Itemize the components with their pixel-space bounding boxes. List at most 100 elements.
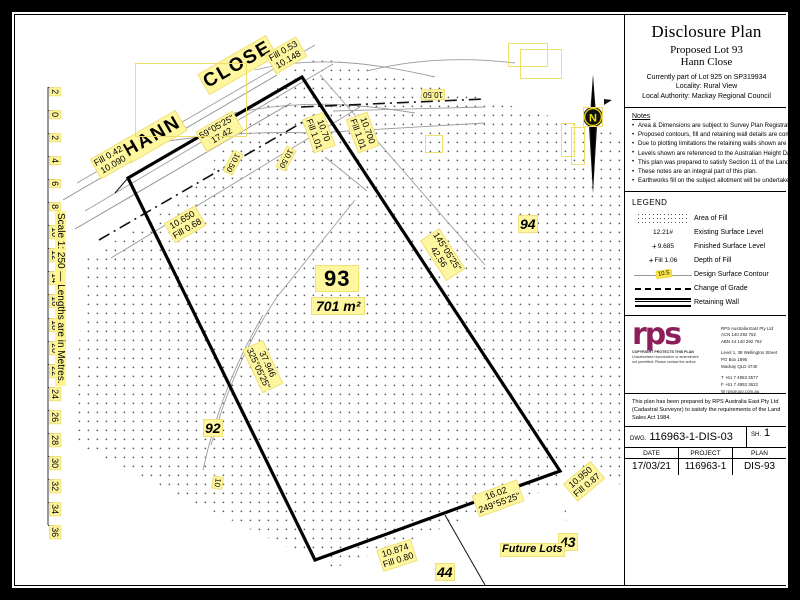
sheet-value: 1 [764, 426, 771, 439]
company-acn: ACN 140 292 762 [721, 332, 756, 338]
notes-section: Notes Area & Dimensions are subject to S… [625, 108, 800, 192]
note-item: Area & Dimensions are subject to Survey … [632, 122, 799, 131]
company-block: rps COPYRIGHT PROTECTS THIS PLAN Unautho… [625, 316, 786, 394]
dwg-value: 116963-1-DIS-03 [649, 430, 733, 443]
copyright-line-1: COPYRIGHT PROTECTS THIS PLAN [632, 350, 694, 355]
page-frame-bottom [0, 588, 800, 600]
scale-tick-label: 32 [48, 479, 62, 494]
annotation-box-7 [583, 107, 603, 127]
annotation-box-3 [520, 49, 562, 79]
local-authority-text: Local Authority: Mackay Regional Council [642, 92, 771, 100]
rps-logo: rps [632, 316, 682, 352]
page-frame-top [0, 0, 800, 12]
dwg-label: DWG. [630, 435, 647, 442]
legend-row: Area of Fill [632, 212, 782, 226]
scale-tick-label: 2 [48, 87, 62, 97]
titleblock-header: PLAN [733, 448, 786, 459]
adjoining-boundaries [114, 177, 486, 585]
future-lots-text: Future Lots [502, 543, 563, 555]
legend-heading: LEGEND [632, 197, 668, 207]
scale-tick-label: 2 [48, 133, 62, 143]
scale-tick-label: 26 [48, 409, 62, 424]
legend-symbol: +Fill 1.06 [632, 254, 694, 268]
adjoining-lot-44: 44 [435, 563, 455, 582]
drawing-number-cell: DWG. 116963-1-DIS-03 [625, 431, 746, 443]
title-info-panel: Disclosure Plan Proposed Lot 93 Hann Clo… [624, 15, 800, 585]
legend-key-text: 10.5 [655, 268, 673, 279]
legend-label: Design Surface Contour [694, 271, 769, 279]
company-address-1: Level 1, 38 Wellington Street [721, 350, 778, 356]
preparation-statement: This plan has been prepared by RPS Austr… [625, 394, 786, 427]
annotation-box-4 [561, 123, 575, 157]
notes-list: Area & Dimensions are subject to Survey … [632, 122, 800, 186]
svg-text:N: N [589, 113, 597, 125]
legend-symbol: +9.685 [632, 240, 694, 254]
legend-symbol: 10.5 [632, 268, 694, 282]
titleblock-header: PROJECT [679, 448, 732, 459]
titleblock-value: DIS-93 [743, 460, 776, 472]
legend-symbol [632, 296, 694, 310]
scale-tick-label: 0 [48, 110, 62, 120]
scale-tick-label: 6 [48, 179, 62, 189]
titleblock-value: 116963-1 [684, 460, 727, 472]
legend-row: 12.21# Existing Surface Level [632, 226, 782, 240]
legend-label: Finished Surface Level [694, 243, 766, 251]
plus-icon: + [652, 242, 657, 252]
legend-label: Area of Fill [694, 215, 728, 223]
adjoining-lot-92: 92 [203, 419, 223, 438]
parent-lot-text: Currently part of Lot 925 on SP319934 [646, 73, 767, 81]
lot-93-boundary [125, 74, 563, 562]
legend-section: LEGEND Area of Fill 12.21# Existing Surfac… [625, 192, 786, 316]
page-frame-right [788, 0, 800, 600]
site-plan-map: N 2024681012141618202224262830323436 Sca… [15, 15, 623, 585]
area-of-fill-swatch [637, 213, 689, 224]
note-item: Earthworks fill on the subject allotment… [632, 177, 800, 186]
document-title-block: Disclosure Plan Proposed Lot 93 Hann Clo… [625, 15, 786, 108]
page-frame-left [0, 0, 12, 600]
legend-row: 10.5 Design Surface Contour [632, 268, 782, 282]
legend-label: Change of Grade [694, 285, 748, 293]
adjoining-lot-94: 94 [518, 215, 538, 234]
scale-tick-label: 30 [48, 456, 62, 471]
company-address-3: Mackay QLD 4740 [721, 363, 758, 369]
plus-icon: + [648, 256, 654, 266]
legend-symbol: 12.21# [632, 226, 694, 240]
copyright-line-2: Unauthorised reproduction or amendment [632, 355, 699, 360]
scale-tick-label: 28 [48, 432, 62, 447]
legend-symbol [632, 212, 694, 226]
titleblock-value: 17/03/21 [632, 460, 671, 472]
scale-tick-label: 36 [48, 525, 62, 540]
company-fax: F +61 7 4953 3622 [721, 381, 758, 387]
scale-caption: Scale 1: 250 — Lengths are in Metres. [55, 211, 66, 386]
note-item: Due to plotting limitations the retainin… [632, 140, 800, 149]
locality-text: Locality: Rural View [675, 83, 738, 91]
company-address-2: PO Box 1895 [721, 357, 748, 363]
legend-label: Existing Surface Level [694, 229, 764, 237]
change-of-grade-lines [98, 98, 486, 241]
annotation-box-2 [508, 43, 548, 67]
company-abn: ABN 44 140 292 762 [721, 338, 762, 344]
company-phone: T +61 7 4953 3577 [721, 375, 758, 381]
legend-row: Change of Grade [632, 282, 782, 296]
legend-symbol [632, 282, 694, 296]
north-arrow: N [583, 75, 612, 193]
legend-label: Depth of Fill [694, 257, 732, 265]
contour-label-4: 10 [210, 475, 225, 490]
company-address: RPS Australia East Pty Ltd ACN 140 292 7… [721, 326, 777, 395]
sheet-number-cell: SH. 1 [746, 426, 786, 447]
lot-area: 701 m² [311, 297, 366, 316]
company-web: W rpsgroup.com.au [721, 388, 760, 394]
legend-key-text: 9.685 [657, 243, 674, 251]
scale-tick-label: 4 [48, 156, 62, 166]
drawing-number-row: DWG. 116963-1-DIS-03 SH. 1 [625, 426, 786, 448]
note-item: This plan was prepared to satisfy Sectio… [632, 158, 800, 168]
future-lots-label: Future Lots [500, 543, 565, 557]
titleblock-header: DATE [625, 448, 678, 459]
legend-key-text: 12.21# [653, 229, 673, 237]
scale-tick-label: 34 [48, 502, 62, 517]
note-item: These notes are an integral part of this… [632, 168, 782, 177]
